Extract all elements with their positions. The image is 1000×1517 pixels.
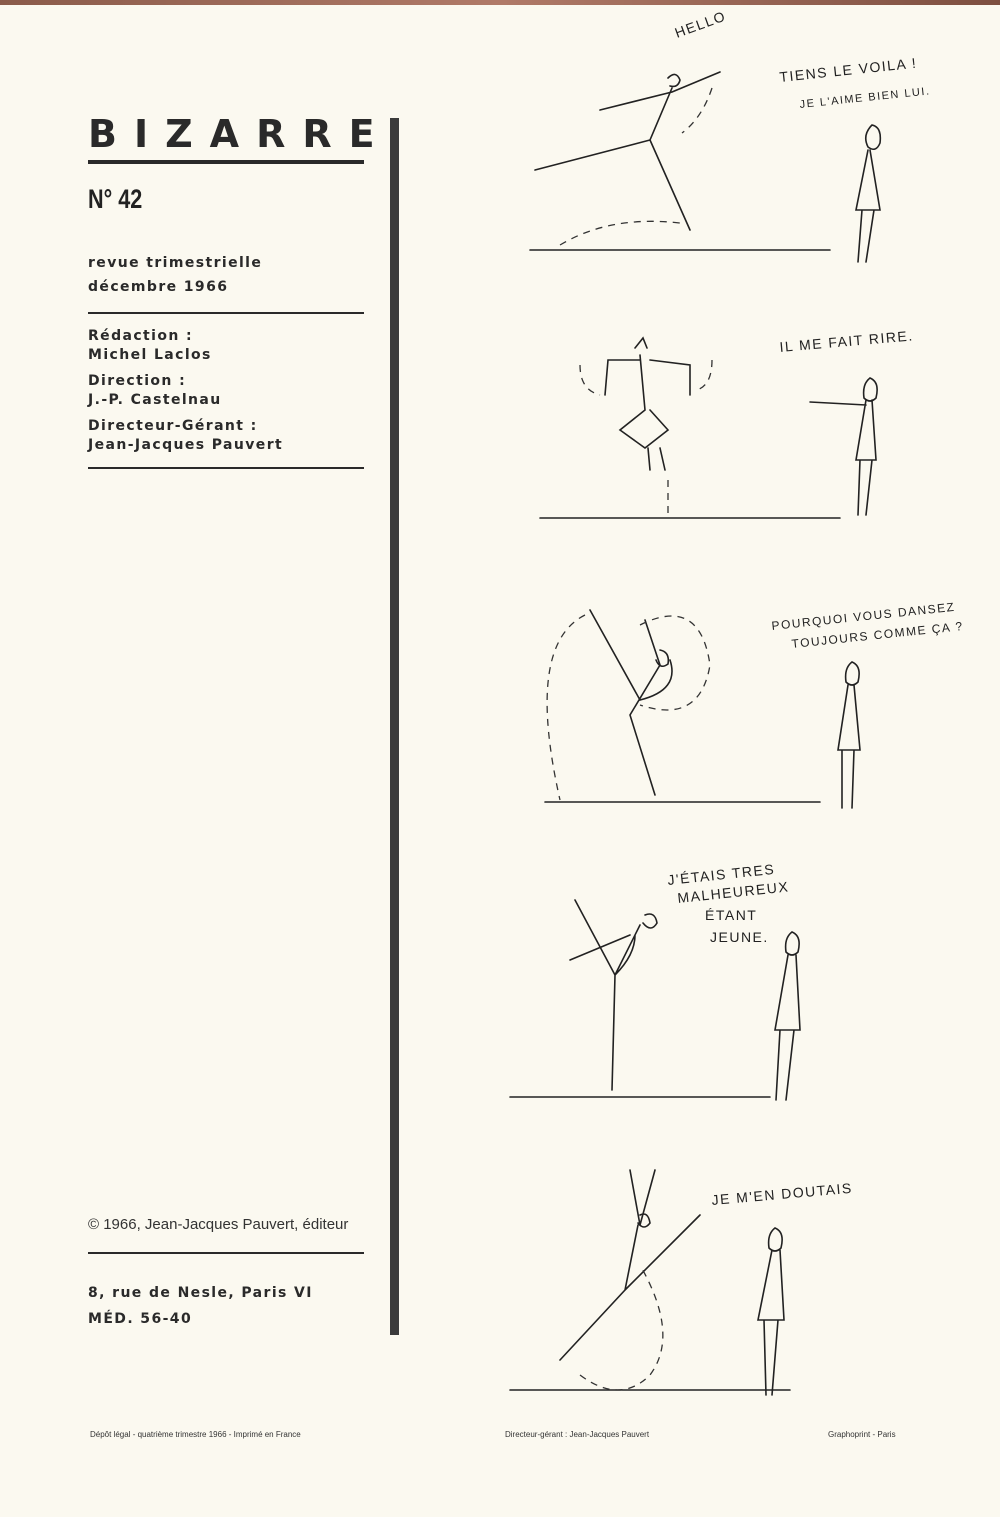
motion-line [546, 614, 711, 801]
credit-name: Jean-Jacques Pauvert [88, 437, 284, 453]
issue-number: N° 42 [88, 184, 143, 214]
credit-role: Rédaction : [88, 328, 193, 344]
woman-figure [774, 931, 801, 1101]
woman-figure [757, 1227, 785, 1396]
credit-name: J.-P. Castelnau [88, 392, 222, 408]
divider [88, 312, 364, 314]
panel-3: POURQUOI VOUS DANSEZ TOUJOURS COMME ÇA ? [544, 600, 964, 809]
footer-printer: Graphoprint - Paris [828, 1430, 896, 1439]
issue-date: décembre 1966 [88, 279, 229, 295]
motion-line [559, 87, 713, 246]
speech-text: ÉTANT [705, 907, 757, 923]
panel-2: IL ME FAIT RIRE. [539, 327, 914, 519]
page-edge [0, 0, 1000, 5]
footer-director: Directeur-gérant : Jean-Jacques Pauvert [505, 1430, 650, 1439]
speech-text: IL ME FAIT RIRE. [779, 327, 914, 355]
credit-role: Directeur-Gérant : [88, 418, 258, 434]
speech-hello: HELLO [673, 8, 729, 41]
title-rule [88, 160, 364, 164]
woman-figure [837, 661, 861, 809]
speech-text: JE M'EN DOUTAIS [711, 1180, 853, 1208]
dancer-figure [604, 336, 691, 471]
speech-text: JEUNE. [710, 929, 769, 945]
divider [88, 1252, 364, 1254]
credit-name: Michel Laclos [88, 347, 212, 363]
dancer-figure [559, 1169, 701, 1361]
footer-legal: Dépôt légal - quatrième trimestre 1966 -… [90, 1430, 301, 1439]
magazine-title: BIZARRE [88, 112, 392, 156]
woman-figure [809, 377, 878, 516]
speech-text: JE L'AIME BIEN LUI. [799, 85, 931, 111]
credit-role: Direction : [88, 373, 187, 389]
dancer-figure [534, 71, 721, 231]
address: 8, rue de Nesle, Paris VI [88, 1285, 313, 1301]
dancer-figure [569, 899, 658, 1091]
speech-text: TIENS LE VOILA ! [779, 55, 918, 85]
dancer-figure [589, 609, 673, 796]
panel-4: J'ÉTAIS TRES MALHEUREUX ÉTANT JEUNE. [509, 861, 801, 1101]
motion-line [579, 359, 713, 515]
woman-figure [855, 124, 882, 263]
vertical-bar [390, 118, 399, 1335]
copyright: © 1966, Jean-Jacques Pauvert, éditeur [88, 1216, 349, 1233]
phone: MÉD. 56-40 [88, 1311, 193, 1327]
divider [88, 467, 364, 469]
panel-1: HELLO TIENS LE VOILA ! JE L'AIME BIEN LU… [529, 8, 931, 263]
periodicity: revue trimestrielle [88, 255, 263, 271]
panel-5: JE M'EN DOUTAIS [509, 1169, 853, 1396]
motion-line [579, 1264, 664, 1391]
